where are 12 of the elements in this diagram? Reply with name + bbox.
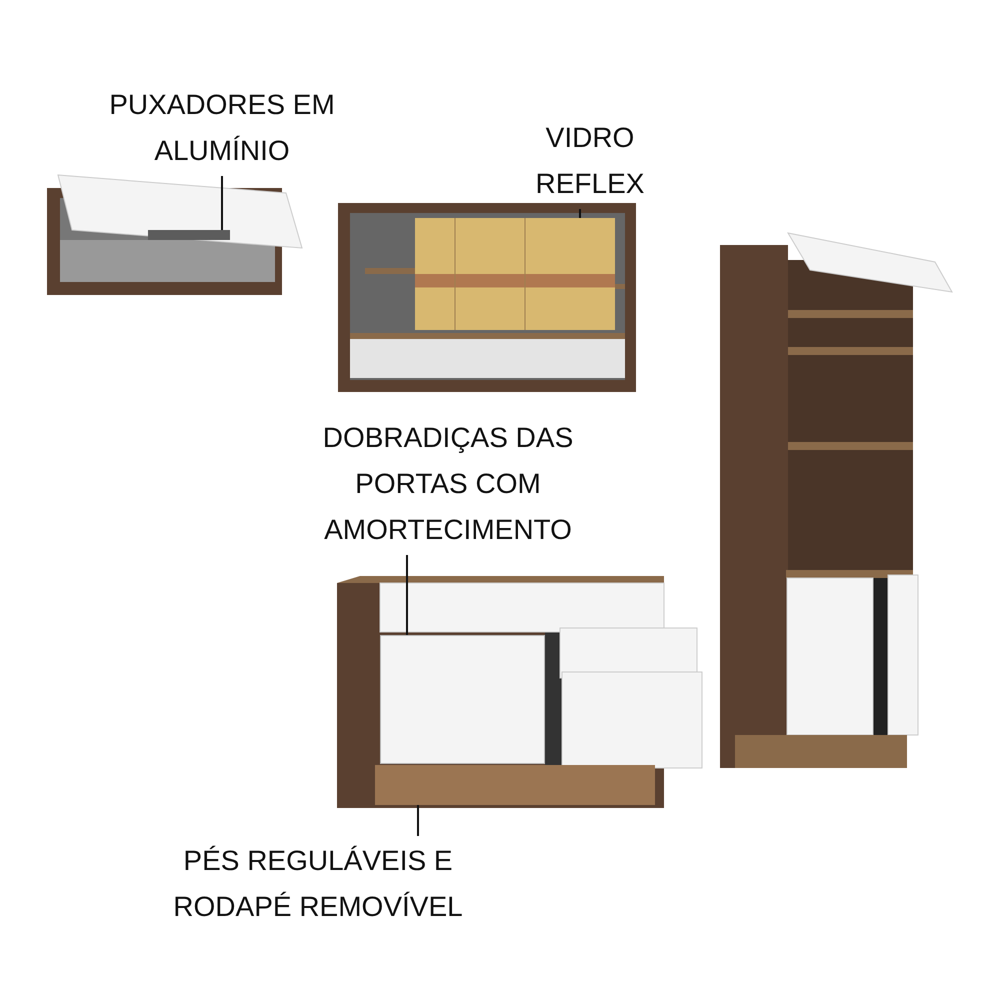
callout-text: VIDRO REFLEX <box>534 121 646 201</box>
leader-line <box>221 176 223 230</box>
callout-text: DOBRADIÇAS DAS PORTAS COM AMORTECIMENTO <box>322 421 574 547</box>
leader-line <box>417 805 419 836</box>
plinth <box>375 765 655 805</box>
leader-line <box>406 555 408 635</box>
callout-text: PUXADORES EM ALUMÍNIO <box>108 88 336 168</box>
handle <box>148 230 230 240</box>
callout-text: PÉS REGULÁVEIS E RODAPÉ REMOVÍVEL <box>172 844 464 924</box>
leader-line <box>579 209 581 218</box>
glass-door <box>415 218 615 330</box>
cabinet-door <box>380 635 545 764</box>
